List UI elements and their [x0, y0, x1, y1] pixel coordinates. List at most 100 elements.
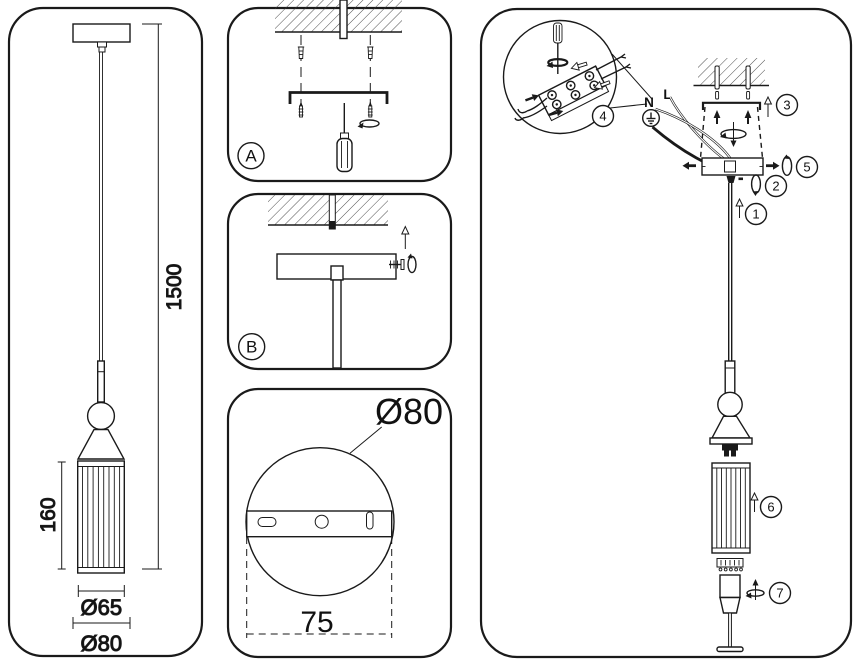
side-screw-icon [389, 253, 417, 274]
canopy-stem [97, 41, 107, 53]
side-arrow-right-icon [766, 161, 780, 170]
rotate-icon [357, 119, 380, 129]
anchor-screw-guide [297, 35, 305, 118]
hanger-tube [96, 360, 105, 403]
push-up-arrow-icon [744, 110, 752, 124]
arrow-up-icon [763, 95, 773, 117]
canopy-diameter-label: Ø80 [81, 631, 123, 656]
step-5-label: 5 [803, 160, 810, 175]
ribbed-shade [711, 462, 751, 554]
detail-b-label: B [246, 338, 257, 357]
wires-left [514, 97, 548, 121]
insert-arrow-icon [525, 94, 540, 102]
detail-a-badge: A [237, 141, 265, 170]
canopy-ghost-outline [699, 106, 764, 159]
rotate-icon [547, 57, 569, 67]
detail-a-label: A [245, 147, 257, 166]
suspension-cable [727, 183, 733, 361]
lamp-bulb [716, 574, 744, 653]
wall-plug-icon [297, 46, 305, 59]
suspension-rod [99, 51, 103, 362]
slot-right [366, 511, 374, 530]
center-hole [314, 514, 329, 529]
dimension-shade-height: 160 [37, 461, 66, 570]
mounting-bracket [701, 101, 762, 110]
dimension-canopy-diameter: Ø80 [72, 617, 131, 657]
sphere-joint [717, 391, 743, 418]
drop-height-label: 1500 [163, 264, 186, 311]
step-1-badge: 1 [744, 202, 768, 226]
bracket-band [246, 510, 393, 538]
ribbed-shade [76, 460, 125, 574]
step-4-label: 4 [599, 109, 606, 124]
step-4-badge: 4 [591, 104, 615, 128]
lamp-socket [722, 444, 738, 457]
strain-relief-nut [726, 176, 743, 183]
arrow-up-icon [401, 225, 410, 249]
ground-icon [641, 108, 660, 127]
shade-diameter-label: Ø65 [81, 595, 123, 620]
arrow-up-icon [735, 197, 744, 218]
dimension-hole-spacing [246, 537, 393, 638]
panel-mount-plate: 75 Ø80 [226, 387, 453, 659]
canopy-stem [330, 265, 344, 281]
cable-gland [724, 160, 736, 173]
wiring-detail-bubble [502, 19, 618, 135]
dimension-drop-height: 1500 [142, 23, 187, 570]
cone-holder [76, 428, 126, 460]
step-7-label: 7 [776, 586, 783, 601]
canopy [72, 23, 131, 43]
insert-arrow-outline-icon [570, 61, 588, 71]
bubble-leader-lines [609, 53, 653, 109]
panel-detail-a: A [226, 0, 453, 183]
sphere-joint [86, 401, 116, 431]
screw-icon [298, 101, 304, 118]
rotate-icon [750, 174, 762, 196]
screwdriver-icon [546, 22, 569, 74]
terminal-block [537, 65, 610, 122]
screw-icon [715, 91, 720, 100]
pendant-lamp-front-view [72, 23, 131, 574]
insert-arrow-icon [548, 109, 564, 117]
step-5-badge: 5 [795, 155, 819, 179]
panel-assembly: 4 N L [479, 7, 853, 659]
panel-detail-b: B [226, 192, 453, 371]
step-2-label: 2 [772, 179, 779, 194]
threaded-rod [339, 0, 348, 40]
rotate-icon [745, 579, 765, 600]
wires-right [595, 53, 632, 80]
step-6-badge: 6 [759, 495, 783, 519]
rotate-icon [781, 154, 793, 176]
arrow-up-icon [750, 491, 759, 512]
panel-lamp-dimensions: 1500 160 Ø65 Ø80 [7, 6, 204, 658]
dimension-shade-diameter: Ø65 [77, 585, 125, 621]
step-1-label: 1 [752, 207, 759, 222]
panel-border [226, 192, 453, 371]
trim-ring [716, 558, 744, 572]
screw-icon [746, 91, 751, 100]
mounting-bracket [288, 91, 389, 104]
cone-base-plate [709, 437, 753, 445]
dimension-plate-diameter: Ø80 [349, 391, 443, 454]
step-7-badge: 7 [768, 581, 792, 605]
step-2-badge: 2 [764, 174, 788, 198]
neutral-label: N [644, 95, 654, 110]
threaded-rod [328, 194, 336, 230]
anchor-posts [714, 65, 751, 100]
ceiling-hatch [693, 58, 769, 87]
rotate-icon [720, 122, 747, 147]
panel-border [479, 7, 853, 659]
live-label: L [663, 87, 671, 102]
plate-diameter-label: Ø80 [375, 391, 443, 432]
side-arrow-left-icon [682, 161, 696, 170]
rotate-icon [407, 255, 417, 274]
step-3-badge: 3 [775, 93, 799, 117]
step-3-label: 3 [783, 98, 790, 113]
step-6-label: 6 [767, 500, 774, 515]
push-up-arrow-icon [713, 110, 721, 124]
screwdriver-icon [336, 103, 353, 173]
suspension-rod [332, 279, 342, 369]
hanger-tube [724, 360, 736, 394]
ceiling-hatch [275, 0, 402, 33]
